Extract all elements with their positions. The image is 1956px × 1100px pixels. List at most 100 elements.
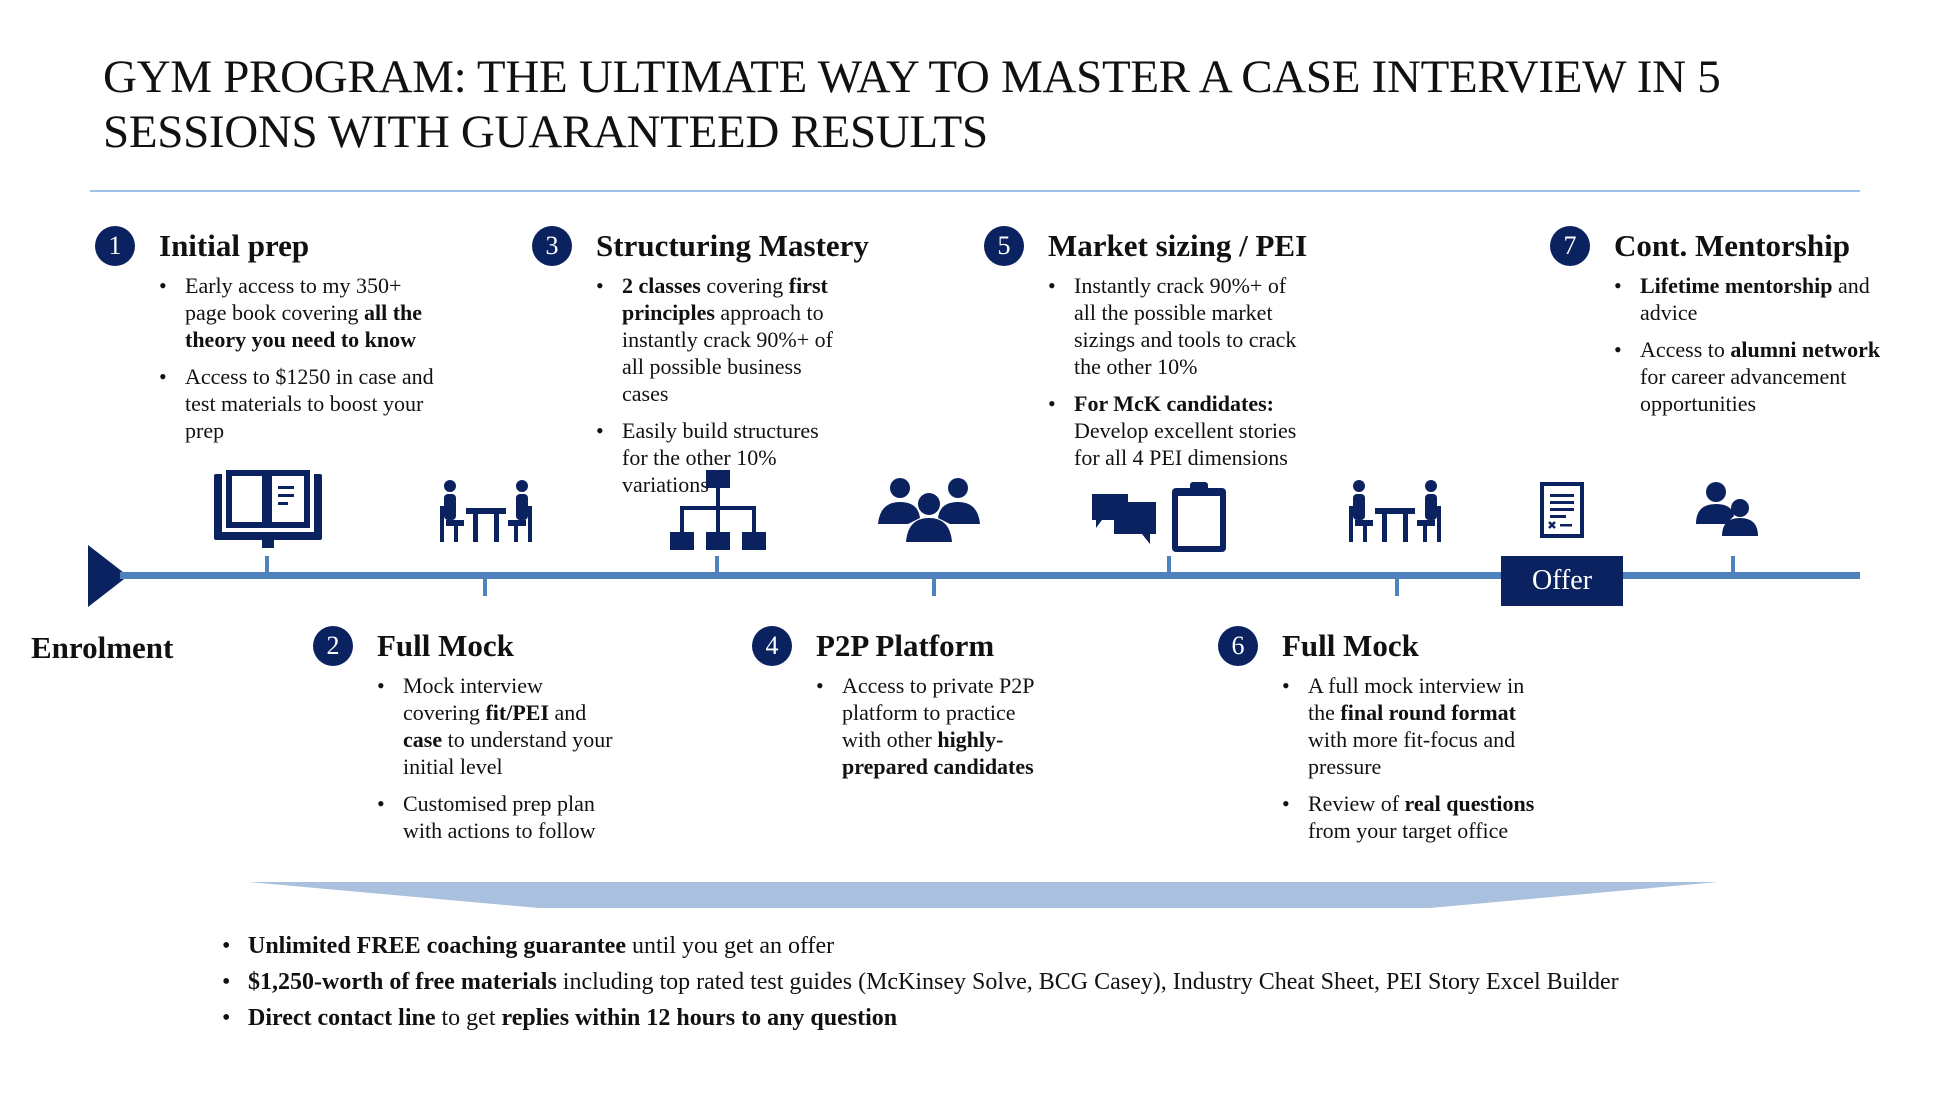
step-title: Market sizing / PEI xyxy=(1048,228,1308,263)
step-heading: 6 Full Mock xyxy=(1218,626,1535,666)
step-title: Full Mock xyxy=(1282,628,1419,663)
text: Access to xyxy=(1640,337,1731,362)
step-title: Full Mock xyxy=(377,628,514,663)
benefit-item: Unlimited FREE coaching guarantee until … xyxy=(220,931,1619,961)
bold-text: Direct contact line xyxy=(248,1005,436,1031)
step-number-badge: 1 xyxy=(95,226,135,266)
step-3-section: 3 Structuring Mastery 2 classes covering f… xyxy=(532,226,869,508)
bold-text: For McK candidates: xyxy=(1074,391,1275,416)
bullet-item: A full mock interview in the final round… xyxy=(1280,672,1535,780)
step-bullets: Access to private P2P platform to practi… xyxy=(814,672,1059,780)
bullet-item: Access to alumni network for career adva… xyxy=(1612,336,1892,417)
mock-interview-icon xyxy=(1349,480,1441,542)
bold-text: Unlimited FREE coaching guarantee xyxy=(248,933,626,959)
step-number-badge: 5 xyxy=(984,226,1024,266)
step-title: Cont. Mentorship xyxy=(1614,228,1850,263)
group-icon xyxy=(878,478,980,542)
timeline-tick xyxy=(715,556,719,576)
timeline-tick xyxy=(1731,556,1735,576)
text: Develop excellent stories for all 4 PEI … xyxy=(1074,418,1297,470)
text: Access to $1250 in case and test materia… xyxy=(185,364,434,443)
text: Early access to my 350+ page book coveri… xyxy=(185,273,402,325)
step-number-badge: 7 xyxy=(1550,226,1590,266)
step-number-badge: 2 xyxy=(313,626,353,666)
bullet-item: For McK candidates: Develop excellent st… xyxy=(1046,390,1311,471)
text: to get xyxy=(435,1005,502,1031)
step-heading: 1 Initial prep xyxy=(95,226,437,266)
bullet-item: Customised prep plan with actions to fol… xyxy=(375,790,615,844)
step-5-section: 5 Market sizing / PEI Instantly crack 90%+… xyxy=(984,226,1311,481)
text: for career advancement opportunities xyxy=(1640,364,1847,416)
text: Instantly crack 90%+ of all the possible… xyxy=(1074,273,1297,379)
chat-clipboard-icon xyxy=(1092,482,1226,552)
step-heading: 5 Market sizing / PEI xyxy=(984,226,1311,266)
step-title: P2P Platform xyxy=(816,628,995,663)
step-bullets: Early access to my 350+ page book coveri… xyxy=(157,272,437,444)
bold-text: all the theory you need to know xyxy=(185,300,423,352)
text: including top rated test guides (McKinse… xyxy=(556,969,1619,995)
bold-text: first principles xyxy=(622,273,828,325)
text: covering xyxy=(700,273,789,298)
benefits-band xyxy=(248,882,1718,908)
step-heading: 2 Full Mock xyxy=(313,626,615,666)
bullet-item: Lifetime mentorship and advice xyxy=(1612,272,1892,326)
step-bullets: Lifetime mentorship and adviceAccess to … xyxy=(1612,272,1892,417)
bold-text: alumni network xyxy=(1730,337,1881,362)
book-icon xyxy=(214,468,322,548)
mock-interview-icon xyxy=(440,480,532,542)
text: and advice xyxy=(1640,273,1870,325)
timeline-tick xyxy=(1395,576,1399,596)
text: A full mock interview in the xyxy=(1308,673,1525,725)
step-6-section: 6 Full Mock A full mock interview in the f… xyxy=(1218,626,1535,854)
text: approach to instantly crack 90%+ of all … xyxy=(622,300,833,406)
step-heading: 3 Structuring Mastery xyxy=(532,226,869,266)
enrolment-label: Enrolment xyxy=(31,630,174,665)
title-divider xyxy=(90,190,1860,192)
text: Access to private P2P platform to practi… xyxy=(842,673,1034,752)
page-title: GYM PROGRAM: THE ULTIMATE WAY TO MASTER … xyxy=(103,51,1721,158)
timeline-bar xyxy=(120,572,1860,579)
text: Customised prep plan with actions to fol… xyxy=(403,791,596,843)
text: Mock interview covering xyxy=(403,673,543,725)
bullet-item: Instantly crack 90%+ of all the possible… xyxy=(1046,272,1311,380)
text: with more fit-focus and pressure xyxy=(1308,727,1516,779)
step-title: Initial prep xyxy=(159,228,310,263)
step-bullets: A full mock interview in the final round… xyxy=(1280,672,1535,844)
bold-text: highly-prepared candidates xyxy=(842,727,1034,779)
bullet-item: Easily build structures for the other 10… xyxy=(594,417,844,498)
timeline-tick xyxy=(932,576,936,596)
step-title: Structuring Mastery xyxy=(596,228,869,263)
bullet-item: 2 classes covering first principles appr… xyxy=(594,272,844,407)
bold-text: 2 classes xyxy=(622,273,701,298)
bullet-item: Access to private P2P platform to practi… xyxy=(814,672,1059,780)
bullet-item: Review of real questions from your targe… xyxy=(1280,790,1535,844)
bold-text: $1,250-worth of free materials xyxy=(248,969,557,995)
text: from your target office xyxy=(1308,818,1509,843)
mentorship-icon xyxy=(1696,482,1758,536)
step-bullets: Mock interview covering fit/PEI and case… xyxy=(375,672,615,844)
step-heading: 4 P2P Platform xyxy=(752,626,1059,666)
bullet-item: Mock interview covering fit/PEI and case… xyxy=(375,672,615,780)
step-number-badge: 6 xyxy=(1218,626,1258,666)
bold-text: replies within 12 hours to any question xyxy=(501,1005,898,1031)
step-1-section: 1 Initial prepEarly access to my 350+ pag… xyxy=(95,226,437,454)
bold-text: final round format xyxy=(1340,700,1516,725)
timeline-tick xyxy=(1167,556,1171,576)
bold-text: fit/PEI xyxy=(485,700,550,725)
step-heading: 7 Cont. Mentorship xyxy=(1550,226,1892,266)
step-2-section: 2 Full MockMock interview covering fit/PE… xyxy=(313,626,615,854)
benefit-item: $1,250-worth of free materials including… xyxy=(220,967,1619,997)
offer-milestone: Offer xyxy=(1501,556,1623,606)
step-number-badge: 3 xyxy=(532,226,572,266)
text: and xyxy=(549,700,587,725)
bold-text: case xyxy=(403,727,443,752)
step-bullets: Instantly crack 90%+ of all the possible… xyxy=(1046,272,1311,471)
timeline-tick xyxy=(265,556,269,576)
step-4-section: 4 P2P PlatformAccess to private P2P platf… xyxy=(752,626,1059,790)
step-number-badge: 4 xyxy=(752,626,792,666)
text: Easily build structures for the other 10… xyxy=(622,418,819,497)
bold-text: real questions xyxy=(1404,791,1535,816)
text: Review of xyxy=(1308,791,1405,816)
text: until you get an offer xyxy=(626,933,835,959)
